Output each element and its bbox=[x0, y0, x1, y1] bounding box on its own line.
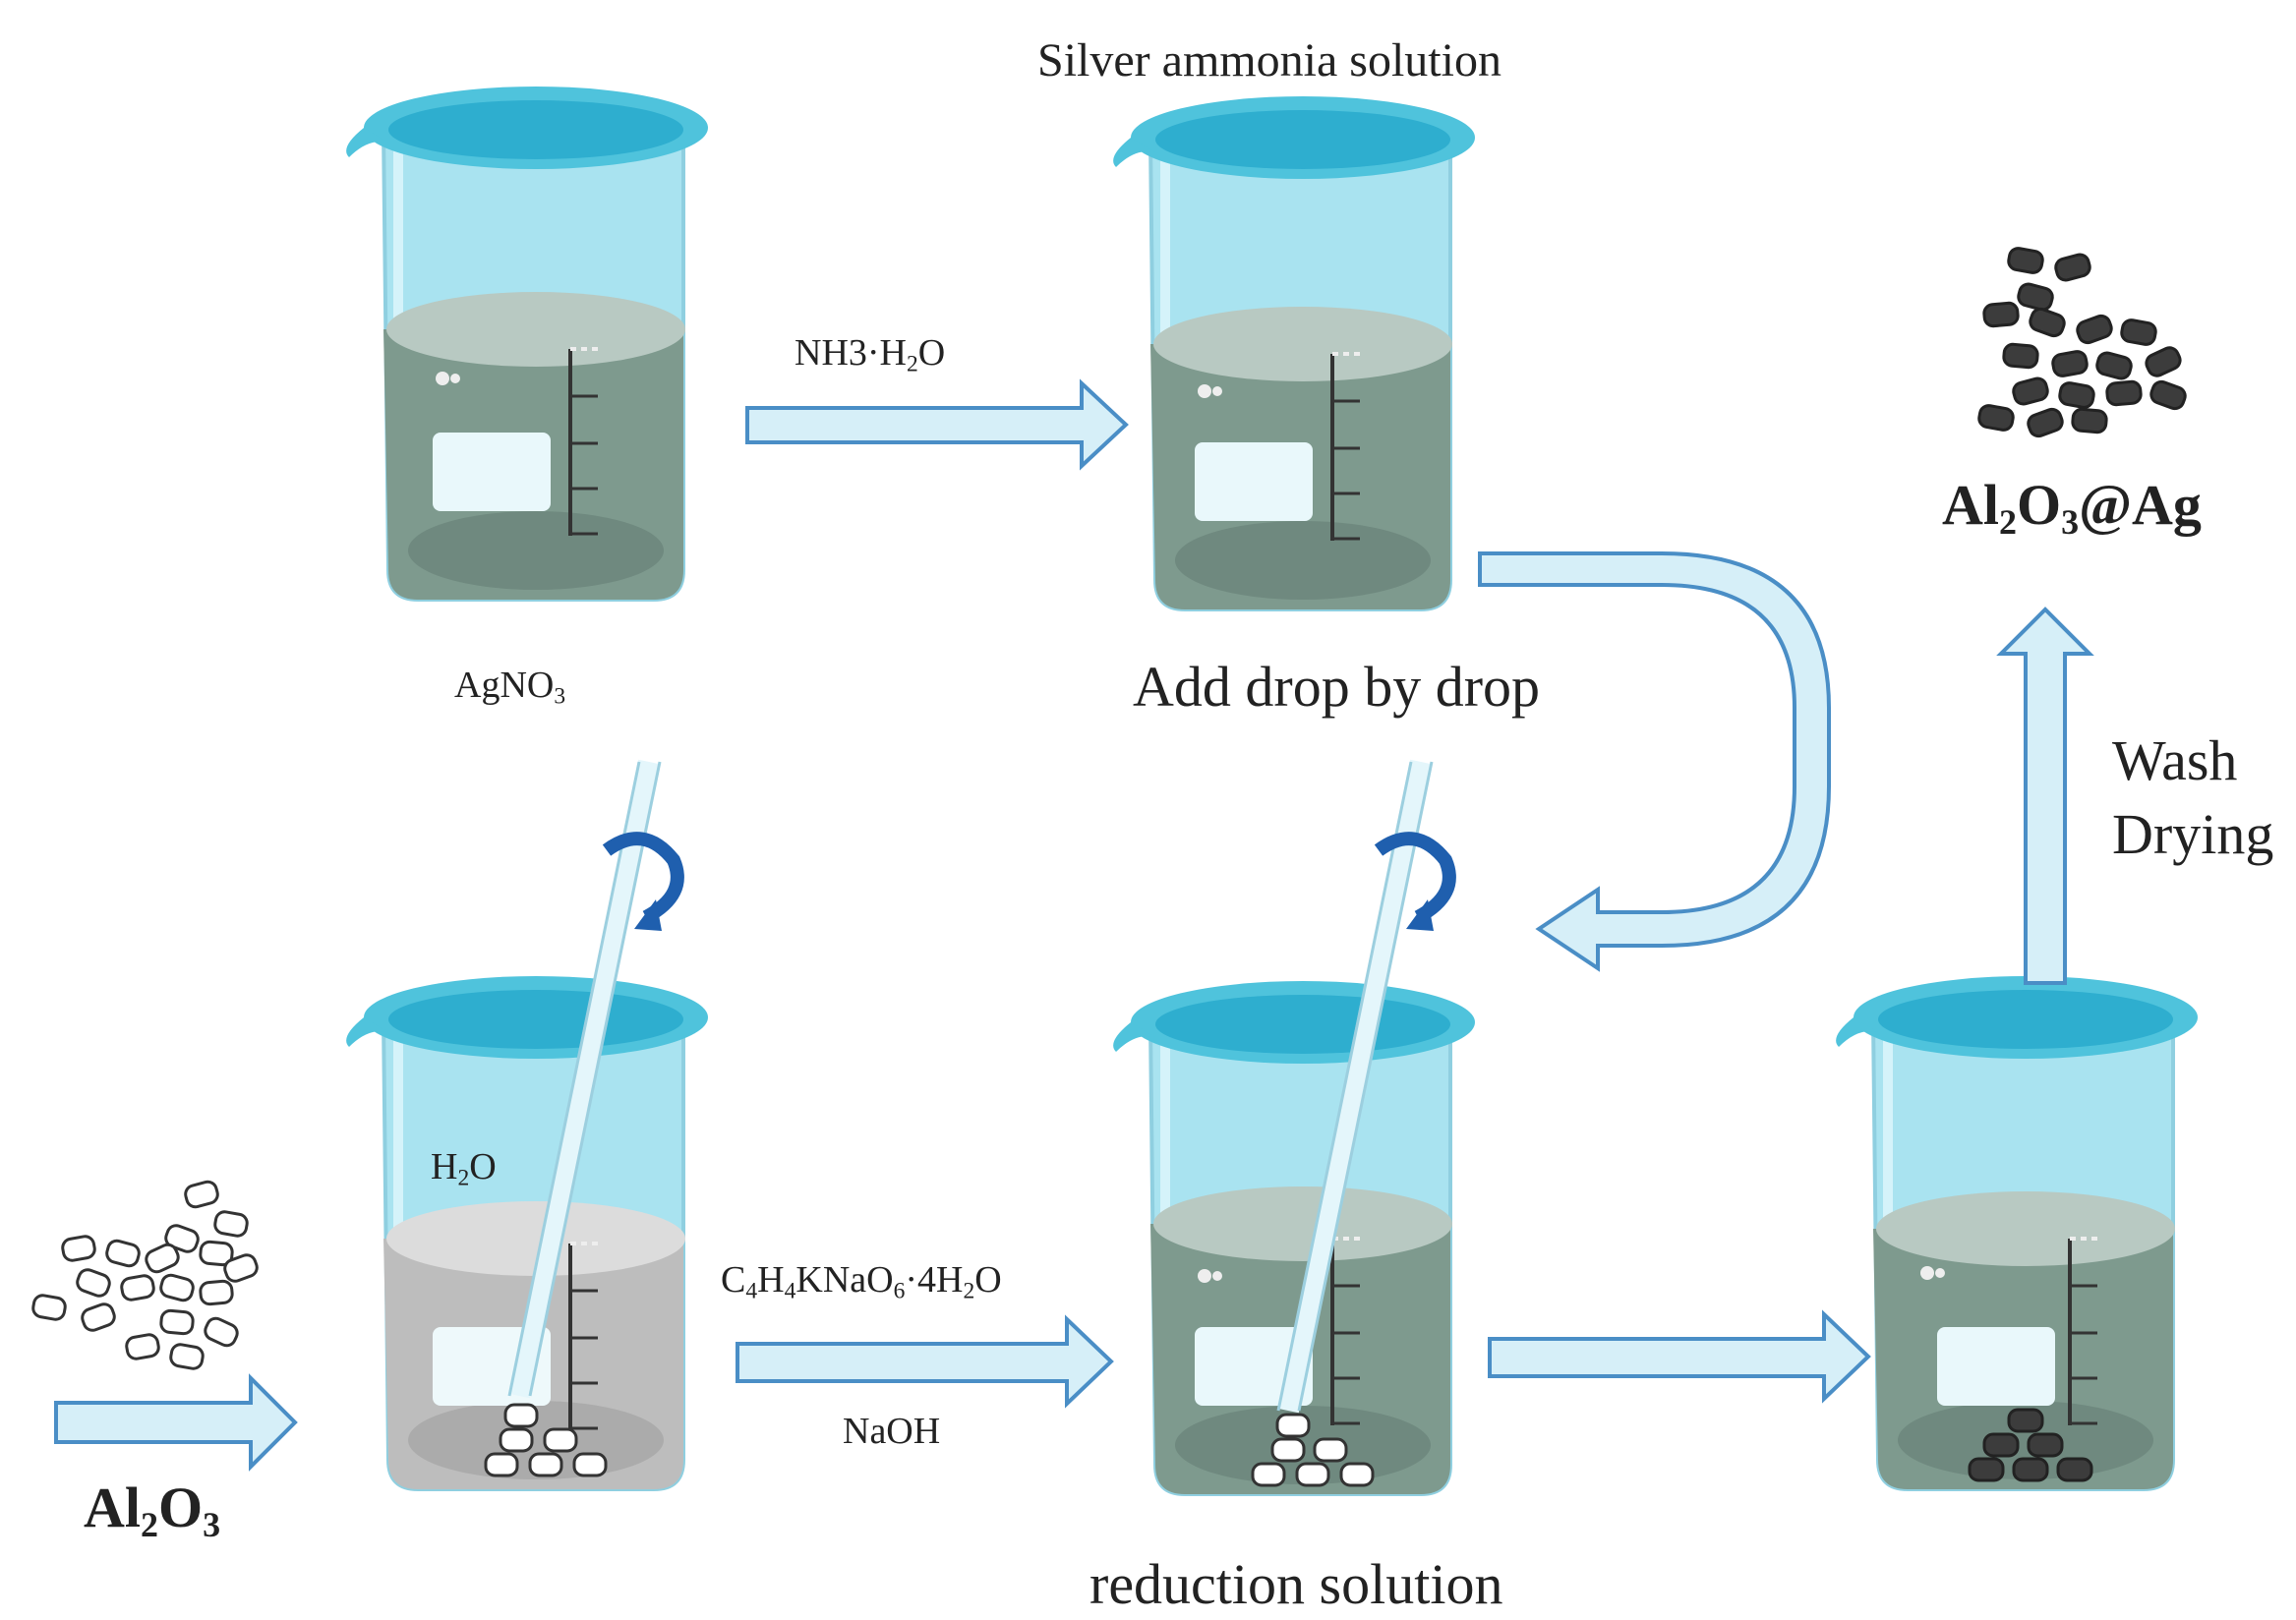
product-post: @Ag bbox=[2079, 473, 2202, 537]
label-h2o: H2O bbox=[431, 1146, 497, 1189]
al2o3-sub2: 3 bbox=[203, 1505, 221, 1545]
label-drying: Drying bbox=[2112, 802, 2274, 866]
arrow-reduction-to-product bbox=[1488, 1309, 1871, 1404]
label-naoh: NaOH bbox=[843, 1411, 941, 1452]
h2o-text: H bbox=[431, 1146, 458, 1187]
agno3-text: AgNO bbox=[454, 665, 555, 706]
nh3-post: O bbox=[917, 332, 946, 374]
label-nh3-h2o: NH3·H2O bbox=[795, 332, 946, 376]
al2o3-particles bbox=[29, 1178, 262, 1372]
product-mid: O bbox=[2016, 473, 2062, 537]
nh3-text: NH3·H bbox=[795, 332, 907, 374]
product-sub2: 3 bbox=[2061, 502, 2080, 543]
label-wash: Wash bbox=[2112, 728, 2238, 792]
label-add-drop: Add drop by drop bbox=[1133, 655, 1541, 719]
stirring-rod-right bbox=[1276, 759, 1434, 1414]
product-particles bbox=[1975, 245, 2190, 440]
al2o3-text: Al bbox=[84, 1475, 141, 1539]
label-agno3: AgNO3 bbox=[454, 665, 565, 708]
tartrate-s1: 4 bbox=[745, 1278, 758, 1304]
beaker-agno3 bbox=[346, 87, 708, 600]
nh3-sub: 2 bbox=[906, 351, 918, 377]
label-al2o3: Al2O3 bbox=[84, 1479, 220, 1543]
beaker-reduction bbox=[1113, 981, 1475, 1494]
tartrate-p5: O bbox=[974, 1259, 1002, 1301]
product-sub1: 2 bbox=[1999, 502, 2017, 543]
tartrate-p3: KNaO bbox=[795, 1259, 894, 1301]
beaker-h2o bbox=[346, 976, 708, 1489]
arrow-wash-up bbox=[1996, 607, 2094, 985]
tartrate-s4: 2 bbox=[963, 1278, 975, 1304]
tartrate-s2: 4 bbox=[784, 1278, 796, 1304]
label-tartrate: C4H4KNaO6·4H2O bbox=[721, 1259, 1002, 1302]
al2o3-mid: O bbox=[157, 1475, 204, 1539]
al2o3-sub1: 2 bbox=[141, 1505, 158, 1545]
tartrate-s3: 6 bbox=[893, 1278, 906, 1304]
label-reduction-solution: reduction solution bbox=[1089, 1552, 1503, 1616]
tartrate-p1: C bbox=[721, 1259, 746, 1301]
tartrate-p2: H bbox=[757, 1259, 785, 1301]
beaker-silver-ammonia bbox=[1113, 96, 1475, 609]
h2o-post: O bbox=[469, 1146, 497, 1187]
arrow-u-turn bbox=[1478, 551, 1831, 972]
tartrate-p4: ·4H bbox=[905, 1259, 964, 1301]
agno3-sub: 3 bbox=[554, 683, 566, 710]
beaker-product bbox=[1836, 976, 2198, 1489]
arrow-h2o-to-reduction bbox=[736, 1314, 1114, 1409]
label-product: Al2O3@Ag bbox=[1942, 477, 2202, 541]
h2o-sub: 2 bbox=[457, 1165, 470, 1191]
arrow-agno3-to-ammonia bbox=[745, 378, 1129, 471]
arrow-al2o3-in bbox=[54, 1373, 298, 1472]
product-text: Al bbox=[1942, 473, 1999, 537]
title-silver-ammonia: Silver ammonia solution bbox=[1037, 34, 1501, 87]
stirring-rod-left bbox=[507, 759, 662, 1399]
